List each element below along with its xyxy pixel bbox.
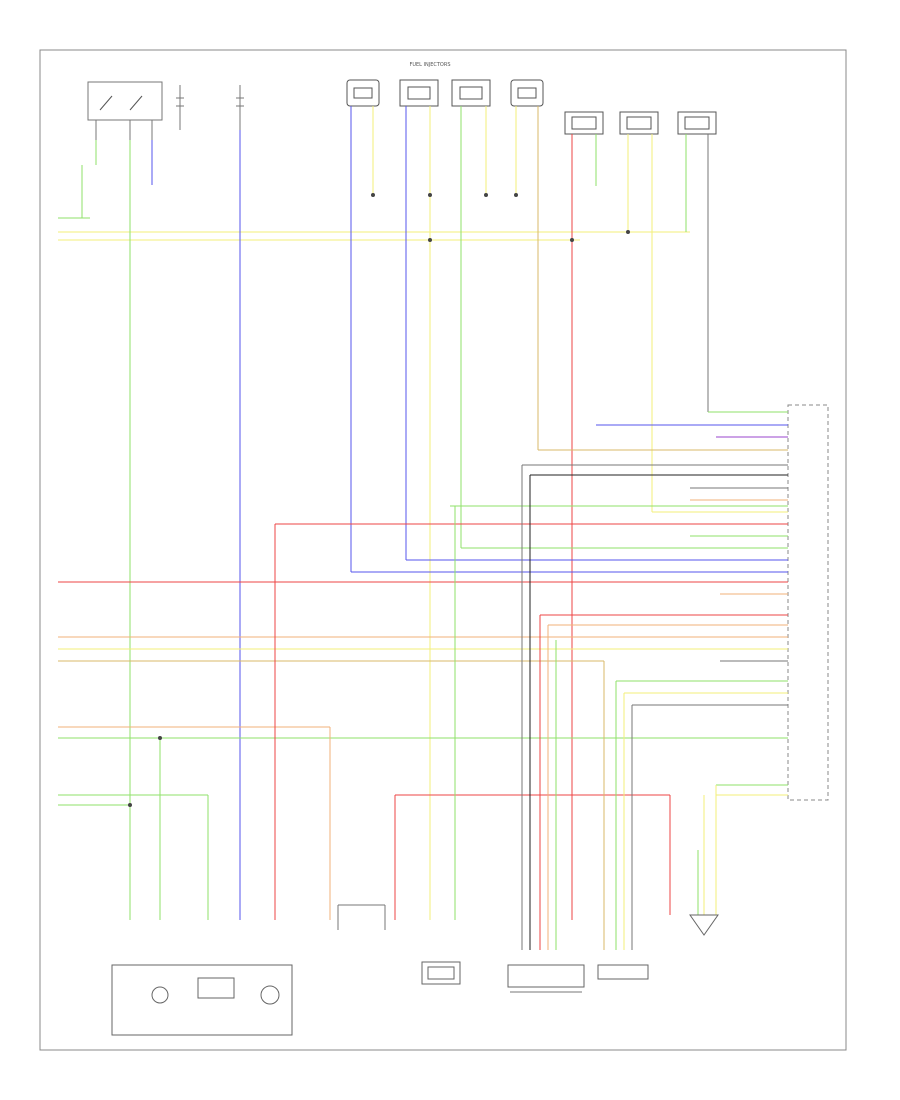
sensor-top-1 bbox=[564, 111, 604, 135]
fuel-injector-4 bbox=[510, 79, 544, 107]
junction-dots bbox=[128, 193, 630, 807]
knock-sensor bbox=[689, 914, 719, 936]
fuel-injector-3 bbox=[451, 79, 491, 107]
instrument-cluster bbox=[111, 964, 293, 1036]
brake-light-switch bbox=[87, 81, 163, 140]
transmission-range-sensor bbox=[421, 961, 461, 985]
fuse-block-right bbox=[236, 85, 244, 130]
fuel-injector-2 bbox=[399, 79, 439, 107]
sensor-top-2 bbox=[619, 111, 659, 135]
ignition-coil-connector bbox=[507, 964, 585, 993]
fuse-block-left bbox=[176, 85, 184, 130]
engine-control-module bbox=[787, 404, 829, 801]
fuel-injector-1 bbox=[346, 79, 380, 107]
ignition-module bbox=[597, 964, 649, 980]
data-link-connector bbox=[337, 904, 386, 930]
diagram-border bbox=[39, 49, 847, 1051]
sensor-top-3 bbox=[677, 111, 717, 135]
diagram-title: FUEL INJECTORS bbox=[409, 62, 450, 68]
